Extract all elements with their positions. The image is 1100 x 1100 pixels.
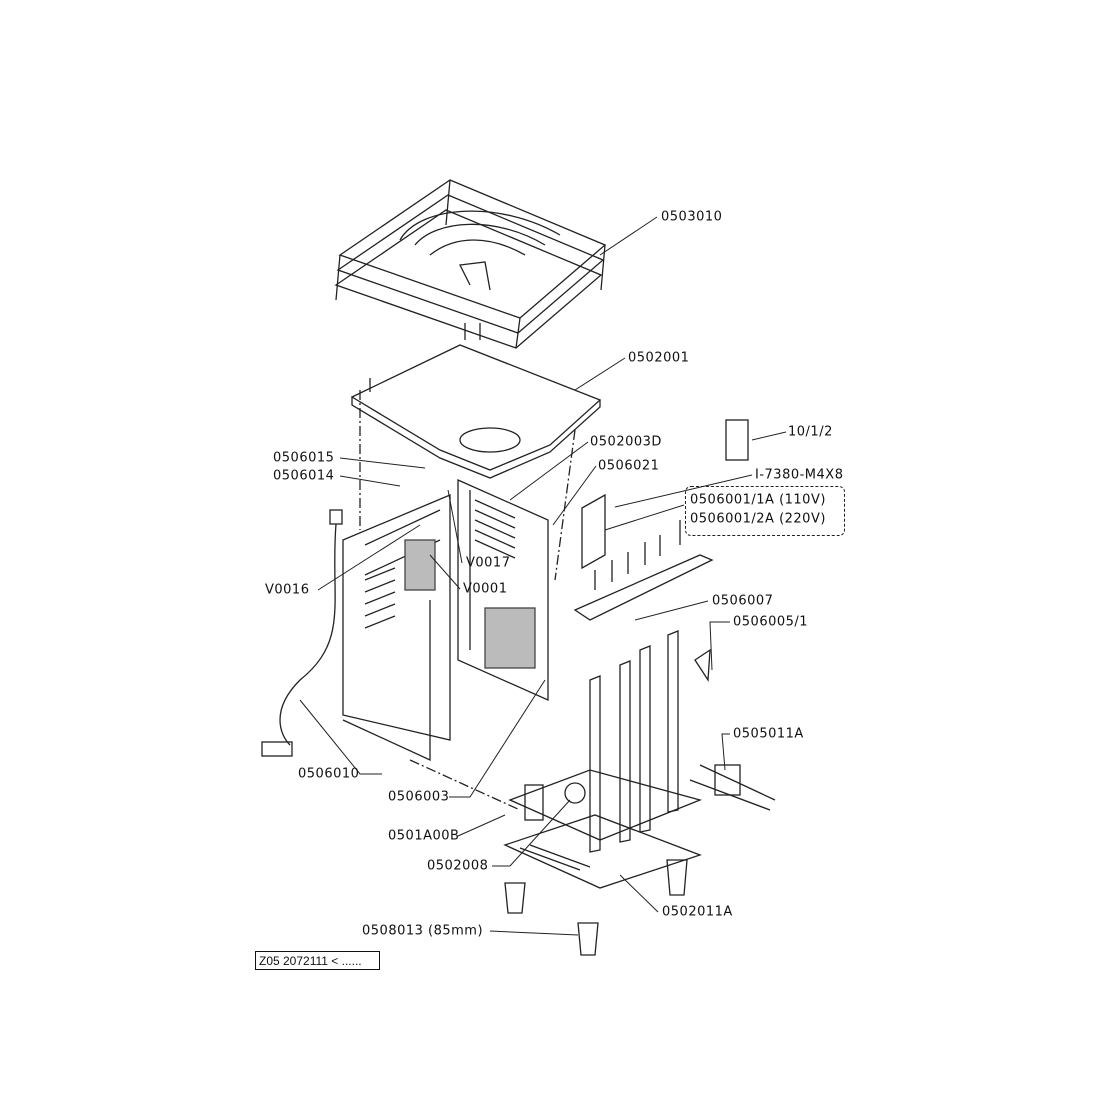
label-0506001-1A: 0506001/1A (110V)	[690, 492, 826, 508]
label-0506007: 0506007	[712, 593, 774, 609]
label-0501A00B: 0501A00B	[388, 828, 460, 844]
label-0506015: 0506015	[273, 450, 335, 466]
drawing-reference-box: Z05 2072111 < ......	[255, 951, 380, 970]
label-0506014: 0506014	[273, 468, 335, 484]
label-0502001: 0502001	[628, 350, 690, 366]
label-0506001-2A: 0506001/2A (220V)	[690, 511, 826, 527]
label-V0016: V0016	[265, 582, 310, 598]
label-0505011A: 0505011A	[733, 726, 804, 742]
top-cover-plate	[350, 323, 602, 479]
label-V0017: V0017	[466, 555, 511, 571]
voltage-variant-box	[685, 486, 845, 536]
label-V0001: V0001	[463, 581, 508, 597]
label-0502011A: 0502011A	[662, 904, 733, 920]
label-0502003D: 0502003D	[590, 434, 662, 450]
label-0506005-1: 0506005/1	[733, 614, 809, 630]
label-0506021: 0506021	[598, 458, 660, 474]
power-cable	[261, 509, 343, 757]
base-frame	[503, 630, 776, 889]
alignment-lines	[359, 390, 576, 811]
label-0506003: 0506003	[388, 789, 450, 805]
label-0506010: 0506010	[298, 766, 360, 782]
label-I-7380-M4X8: I-7380-M4X8	[755, 467, 844, 483]
label-0502008: 0502008	[427, 858, 489, 874]
wire-basket	[334, 179, 607, 349]
label-10-1-2: 10/1/2	[788, 424, 833, 440]
leader-lines	[299, 216, 787, 936]
cabinet-body	[342, 478, 549, 762]
feet	[504, 859, 688, 956]
control-panel	[573, 419, 749, 621]
label-0503010: 0503010	[661, 209, 723, 225]
label-0508013: 0508013 (85mm)	[362, 923, 484, 939]
